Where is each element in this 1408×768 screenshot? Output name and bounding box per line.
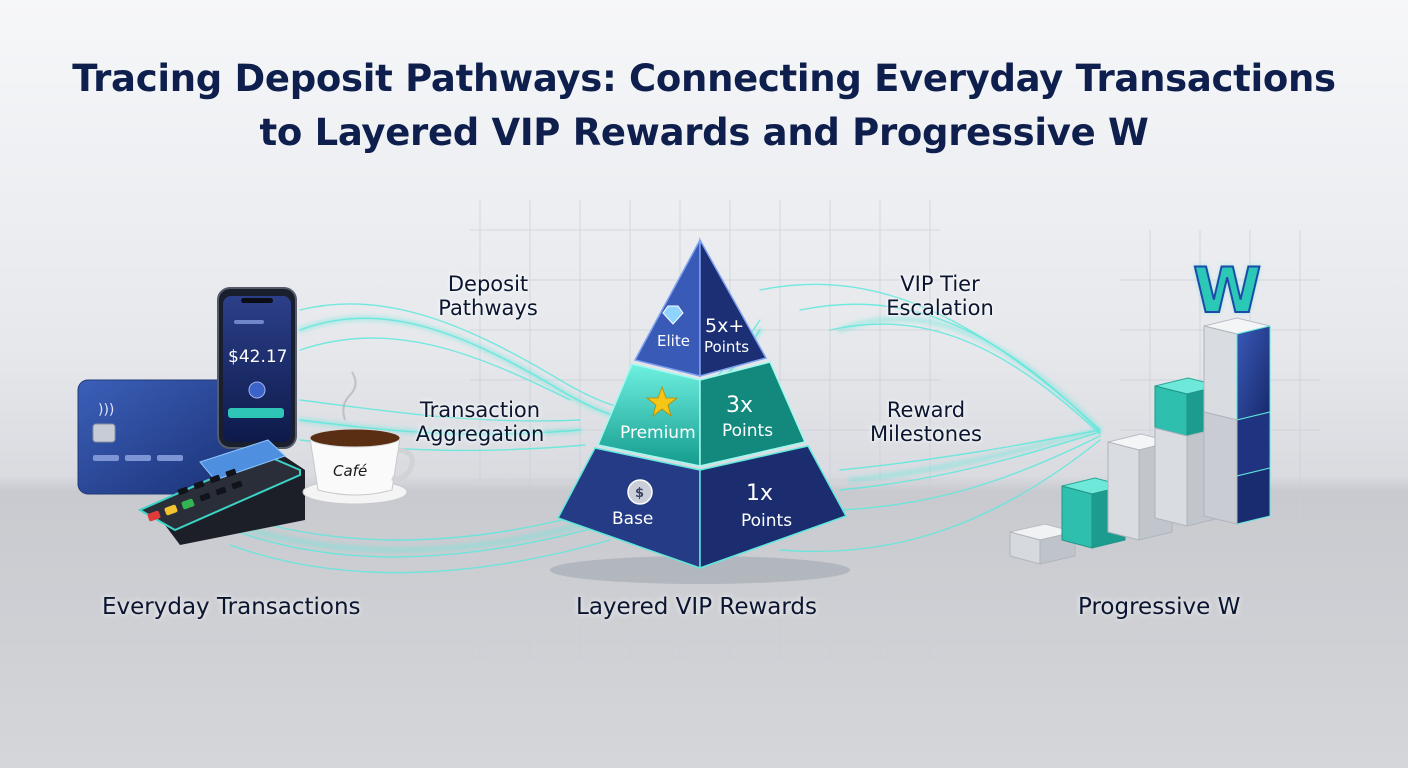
label-aggregation-line2: Aggregation — [415, 422, 545, 446]
label-reward-line1: Reward — [886, 398, 966, 422]
tier-elite-unit: Points — [704, 338, 749, 356]
progress-letter: W — [1193, 254, 1261, 327]
tier-premium-multiplier: 3x — [726, 393, 753, 418]
smartphone-icon: $42.17 — [217, 287, 297, 449]
card-terminal-icon — [137, 439, 305, 545]
tier-base-multiplier: 1x — [746, 481, 773, 506]
coffee-cup-icon: Café — [302, 371, 415, 505]
label-reward-line2: Milestones — [870, 422, 982, 446]
label-deposit-pathways: Deposit Pathways — [418, 272, 558, 320]
label-reward-milestones: Reward Milestones — [856, 398, 996, 446]
label-vip-tier-escalation: VIP Tier Escalation — [872, 272, 1008, 320]
label-transaction-aggregation: Transaction Aggregation — [404, 398, 556, 446]
diamond-icon — [662, 305, 684, 325]
caption-progressive-w: Progressive W — [1078, 594, 1241, 620]
payment-amount: $42.17 — [228, 347, 287, 367]
label-deposit-line2: Pathways — [438, 296, 538, 320]
progress-w-icon: W W — [1192, 253, 1262, 328]
svg-text:))): ))) — [98, 402, 114, 418]
vip-pyramid: $ Elite 5x+ Points Premium 3x Points Bas… — [550, 237, 850, 584]
label-aggregation-line1: Transaction — [419, 398, 541, 422]
tier-premium-unit: Points — [722, 421, 773, 441]
cup-brand: Café — [333, 462, 367, 480]
svg-text:$: $ — [635, 486, 644, 501]
label-vip-line1: VIP Tier — [900, 272, 980, 296]
title-line-2: to Layered VIP Rewards and Progressive W — [259, 111, 1149, 154]
star-icon — [645, 385, 679, 418]
tier-base-unit: Points — [741, 511, 792, 531]
tier-premium-name: Premium — [620, 423, 696, 443]
coin-icon: $ — [627, 479, 653, 505]
page-title: Tracing Deposit Pathways: Connecting Eve… — [0, 52, 1408, 160]
progress-letter-glow: W — [1193, 254, 1261, 327]
progress-cubes — [1009, 317, 1271, 565]
caption-everyday-transactions: Everyday Transactions — [102, 594, 361, 620]
tier-elite-multiplier: 5x+ — [705, 315, 744, 337]
label-deposit-line1: Deposit — [447, 272, 529, 296]
tier-base-name: Base — [612, 509, 653, 529]
tier-elite-name: Elite — [657, 332, 690, 350]
caption-layered-vip-rewards: Layered VIP Rewards — [576, 594, 818, 620]
label-vip-line2: Escalation — [886, 296, 994, 320]
title-line-1: Tracing Deposit Pathways: Connecting Eve… — [72, 57, 1336, 100]
